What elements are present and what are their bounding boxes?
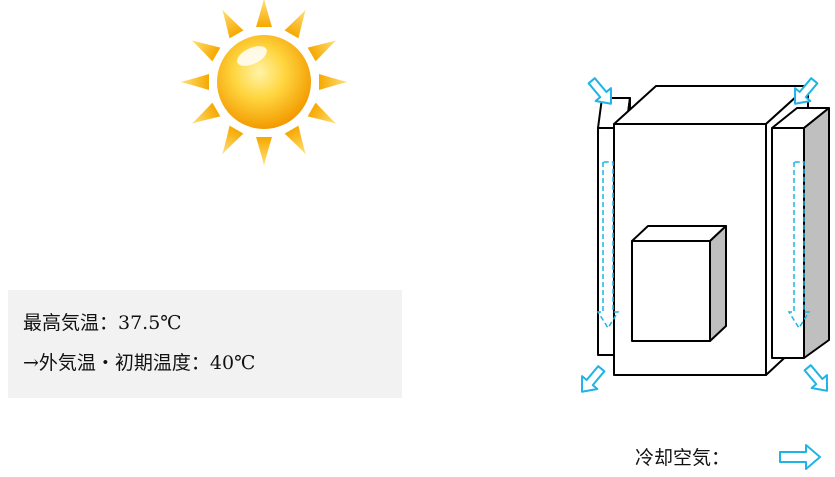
right-panel — [771, 107, 830, 359]
inflow-top-right-arrow — [794, 77, 819, 105]
sun-highlight — [237, 46, 267, 66]
sun-ray — [307, 40, 337, 62]
sun-ray — [222, 125, 244, 155]
outflow-bottom-left-arrow — [581, 365, 606, 393]
info-box: 最高気温：37.5℃ →外気温・初期温度：40℃ — [8, 290, 402, 398]
max-temperature-text: 最高気温：37.5℃ — [23, 312, 182, 334]
legend-arrow-icon — [779, 444, 821, 470]
sun-ray — [319, 74, 348, 90]
left-dashed-arrow — [596, 161, 620, 330]
sun-ray — [180, 74, 209, 90]
internal-airflow — [596, 161, 811, 330]
sun-ray — [256, 0, 272, 27]
sun-ray — [191, 102, 221, 124]
sun-ray — [191, 40, 221, 62]
sun-ray — [284, 9, 306, 39]
outflow-bottom-right-arrow — [803, 364, 828, 392]
sun-ray — [256, 137, 272, 166]
ambient-initial-temperature-text: →外気温・初期温度：40℃ — [23, 352, 256, 374]
legend-label: 冷却空気： — [635, 447, 731, 469]
sun-ray — [222, 9, 244, 39]
external-airflow — [581, 77, 828, 393]
sun-ray — [307, 102, 337, 124]
apparatus-diagram — [597, 85, 830, 376]
inner-component — [631, 225, 727, 342]
sun-icon — [180, 0, 348, 166]
right-dashed-arrow — [787, 161, 811, 330]
inflow-top-left-arrow — [587, 77, 612, 105]
sun-ray — [284, 125, 306, 155]
